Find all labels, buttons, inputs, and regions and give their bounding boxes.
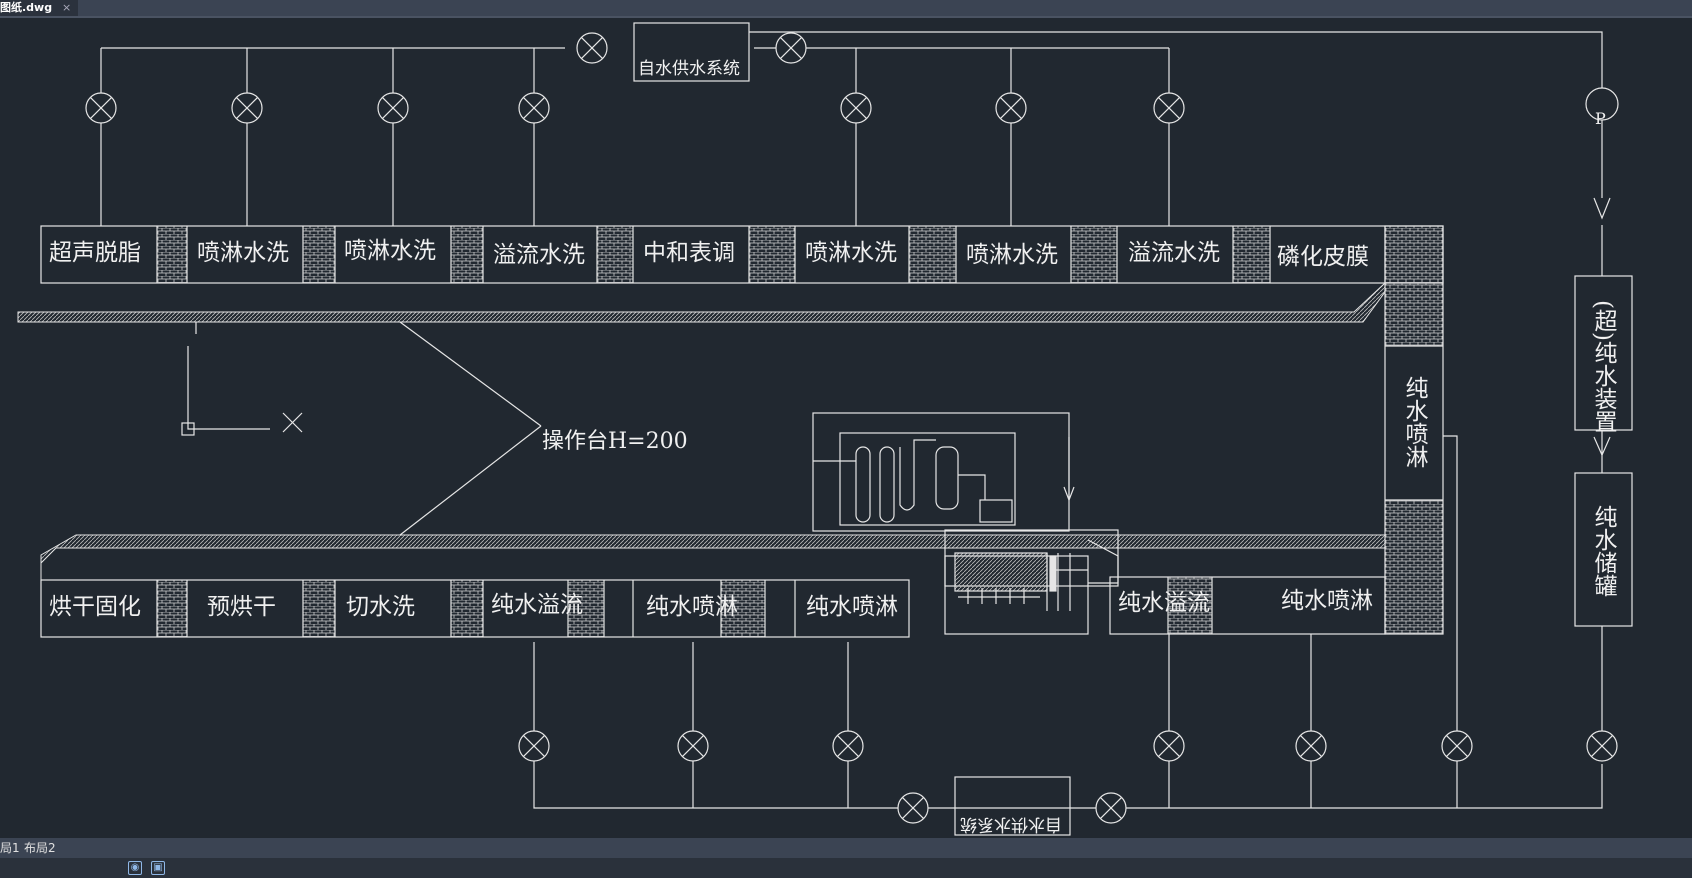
equipment-schematic [812,412,1119,635]
conveyor-bottom [40,534,1386,580]
tank-label: 喷淋水洗 [197,240,289,266]
vertical-tank-label: 纯水喷淋 [1401,376,1427,468]
operator-leader [181,321,542,536]
document-tab-title: 图纸.dwg [0,1,53,14]
tank-label: 喷淋水洗 [805,240,897,266]
right-vertical-section [1384,225,1444,635]
tank-label: 溢流水洗 [493,242,585,268]
bottom-supply-label: 自水供水系统 [960,814,1062,834]
valve-icon [85,32,1618,824]
cad-drawing [17,22,1633,836]
top-supply-box [633,22,750,82]
tank-label: 喷淋水洗 [966,242,1058,268]
document-tab[interactable]: 图纸.dwg × [0,0,78,16]
layout-tab[interactable]: 布局2 [24,841,56,855]
pure-device-box [1574,275,1633,431]
bottom-tank-row [40,576,1386,638]
close-tab-icon[interactable]: × [62,1,72,14]
tank-label: 切水洗 [346,594,415,620]
pure-tank-label: 纯水储罐 [1590,505,1616,597]
tank-label: 溢流水洗 [1128,240,1220,266]
bottom-supply-box [954,776,1071,836]
pump-label: P [1595,109,1606,128]
tab-divider [0,16,1692,18]
pump-icon [1585,87,1619,121]
top-supply-label: 自水供水系统 [638,59,740,79]
snap-icon[interactable]: ◉ [128,861,142,875]
tank-label: 磷化皮膜 [1277,244,1369,270]
document-tab-bar: 图纸.dwg × [0,0,1692,16]
pure-tank-box [1574,472,1633,627]
conveyor-top [17,281,1386,323]
tank-label: 超声脱脂 [49,240,141,266]
drawing-canvas[interactable]: 超声脱脂 喷淋水洗 喷淋水洗 溢流水洗 中和表调 喷淋水洗 喷淋水洗 溢流水洗 … [0,18,1692,838]
pure-device-label: (超)纯水装置 [1590,300,1616,433]
tank-label: 预烘干 [207,594,276,620]
layout-tab-bar: 局1 布局2 [0,838,1692,858]
status-bar: ◉ ▣ [0,858,1692,878]
tank-label: 喷淋水洗 [344,238,436,264]
tank-label: 纯水溢流 [491,592,583,618]
tank-label: 纯水溢流 [1118,590,1210,616]
tank-label: 中和表调 [643,240,735,266]
top-supply-piping [100,31,1611,809]
tank-label: 纯水喷淋 [1281,588,1373,614]
operator-table-label: 操作台H=200 [542,429,688,454]
tank-label: 纯水喷淋 [646,594,738,620]
tank-label: 烘干固化 [49,594,141,620]
viewport-icon[interactable]: ▣ [151,861,165,875]
layout-tab[interactable]: 局1 [0,841,20,855]
tank-label: 纯水喷淋 [806,594,898,620]
